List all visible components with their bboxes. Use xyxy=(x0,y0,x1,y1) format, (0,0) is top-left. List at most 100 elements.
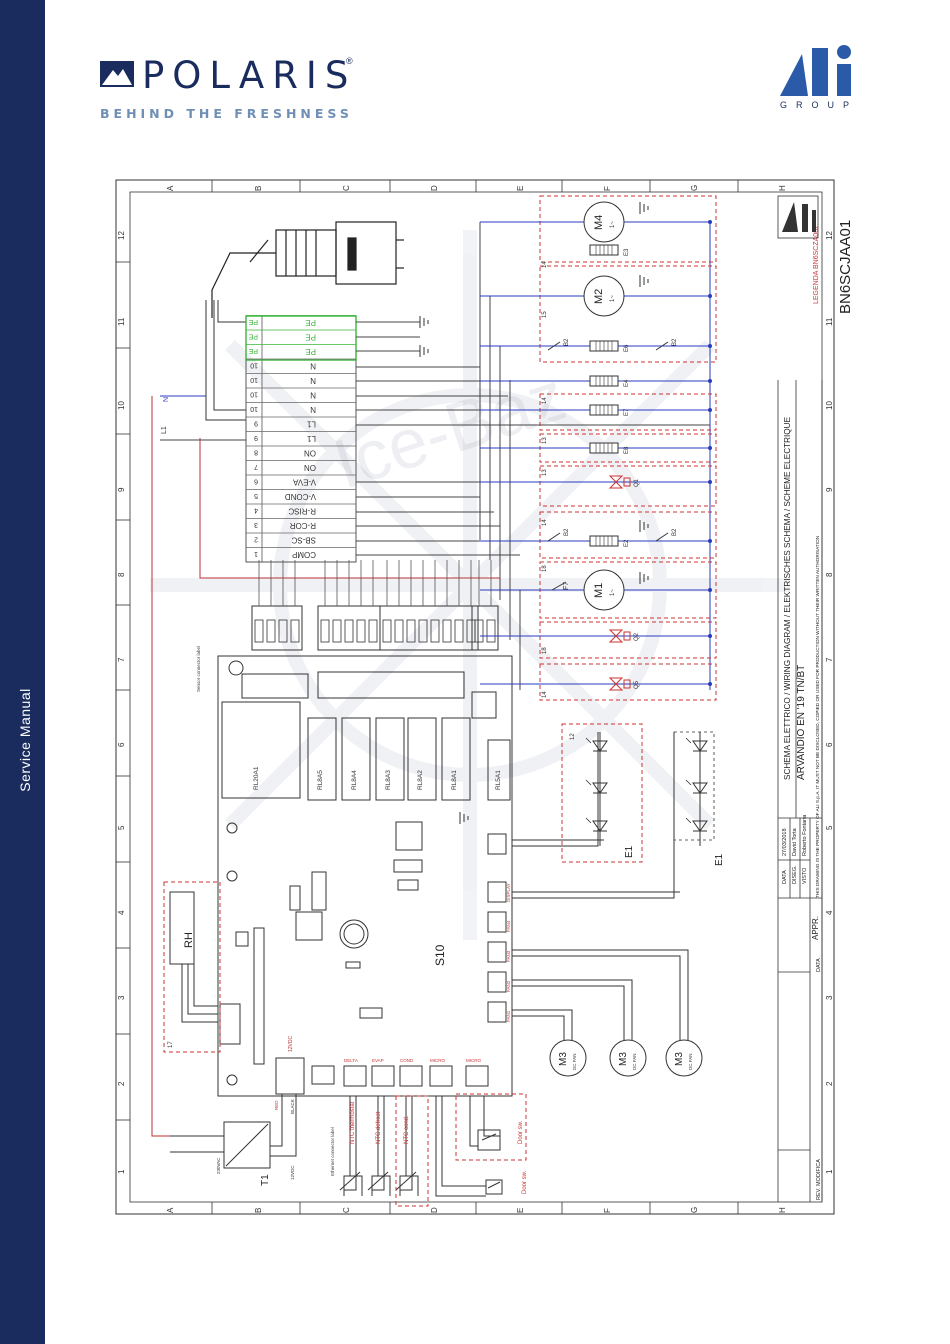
led-diode-icon xyxy=(692,820,708,832)
terminal-label: SB-SC xyxy=(291,535,316,544)
bottom-connector xyxy=(399,1065,423,1087)
visto-label: VISTO xyxy=(802,867,808,884)
side-connector xyxy=(487,833,507,855)
row-number-right: 11 xyxy=(825,317,834,326)
connector-pin xyxy=(382,619,392,643)
row-number: 8 xyxy=(117,572,126,577)
data-col-label: DATA xyxy=(816,958,822,972)
row-number-right: 1 xyxy=(825,1169,834,1174)
connector-pin xyxy=(356,619,366,643)
side-connector xyxy=(487,971,507,993)
bus-node xyxy=(708,408,712,412)
box-number: 12 xyxy=(570,733,576,740)
terminal-label: PE xyxy=(305,332,316,341)
led-diode-icon xyxy=(592,820,608,832)
box-number: 15 xyxy=(542,311,548,318)
box-number: 14 xyxy=(542,261,548,268)
data-label: DATA xyxy=(782,870,788,884)
terminal-label: R-COR xyxy=(290,521,316,530)
led-diode-icon xyxy=(592,740,608,752)
ali-group-logo: GROUP xyxy=(778,42,860,112)
connector-pin xyxy=(368,619,378,643)
bus-node xyxy=(708,634,712,638)
fan-icon xyxy=(665,1039,703,1077)
bottom-connector-label: MICRO xyxy=(466,1058,481,1063)
box-number: 18 xyxy=(542,565,548,572)
wire-black-label: BLACK xyxy=(290,1099,295,1114)
valve-coil xyxy=(623,477,631,487)
col-letter-top: G xyxy=(690,185,699,191)
row-number: 5 xyxy=(117,825,126,830)
connector-pin xyxy=(266,619,276,643)
row-number-right: 7 xyxy=(825,657,834,662)
heater-label: E2 xyxy=(624,539,630,547)
relay-label: RL8A3 xyxy=(385,770,392,790)
col-letter-top: H xyxy=(778,185,787,191)
title-block xyxy=(777,380,823,1202)
output-connector xyxy=(471,605,499,651)
legend-label: LEGENDA BN6SCZA002 xyxy=(813,225,820,304)
wire-red-label: RED xyxy=(274,1100,279,1110)
load-box xyxy=(539,265,717,363)
supply-cable xyxy=(205,300,246,421)
valve-label: Q1 xyxy=(634,478,640,487)
side-connector xyxy=(487,1001,507,1023)
led-label: E1 xyxy=(624,845,635,858)
col-letter-top: A xyxy=(166,185,175,191)
fan-wiring xyxy=(512,732,689,1040)
fan-label: M3 xyxy=(558,1052,569,1066)
terminal-number: 9 xyxy=(254,419,258,426)
terminal-label: V-EVA xyxy=(292,477,316,486)
bus-node xyxy=(708,294,712,298)
terminal-number: 8 xyxy=(254,448,258,455)
output-connectors xyxy=(251,560,499,651)
valve-icon xyxy=(608,475,624,489)
transformer xyxy=(170,1094,297,1169)
bottom-connector-label: COND xyxy=(400,1058,414,1063)
bottom-connector xyxy=(429,1065,453,1087)
relay-label: RL8A2 xyxy=(417,770,424,790)
thermostat-label: B2 xyxy=(564,338,570,346)
terminal-label: ON xyxy=(304,463,316,472)
relay-label: RL20A1 xyxy=(253,766,260,790)
heater-label: E3 xyxy=(624,248,630,256)
terminal-number: PE xyxy=(248,332,258,339)
row-number-right: 8 xyxy=(825,572,834,577)
col-letter-bottom: H xyxy=(778,1207,787,1213)
fuse-label: F7 xyxy=(563,582,570,590)
terminal-label: N xyxy=(310,376,316,385)
motor-icon xyxy=(583,275,625,317)
heater-label: E6 xyxy=(624,344,630,352)
terminal-number: PE xyxy=(248,318,258,325)
col-letter-bottom: C xyxy=(342,1207,351,1213)
row-number: 9 xyxy=(117,487,126,492)
ntc-cond-box xyxy=(395,1095,429,1207)
visto-value: Roberto Fontana xyxy=(802,814,808,856)
terminal-label: PE xyxy=(305,347,316,356)
row-number-right: 6 xyxy=(825,742,834,747)
thermostat-contacts xyxy=(547,341,669,591)
box-number: 13 xyxy=(542,437,548,444)
connector-pin xyxy=(344,619,354,643)
row-number-right: 2 xyxy=(825,1081,834,1086)
terminal-label: L1 xyxy=(307,434,316,443)
connector-pin xyxy=(486,619,496,643)
side-connector xyxy=(487,941,507,963)
bottom-connector xyxy=(343,1065,367,1087)
thermostat-label: B2 xyxy=(672,338,678,346)
motor-label: M2 xyxy=(593,289,605,304)
transformer-in: 230VAC xyxy=(216,1157,221,1174)
terminal-number: 10 xyxy=(250,361,258,368)
terminal-number: 2 xyxy=(254,535,258,542)
transformer-label: T1 xyxy=(260,1174,271,1186)
modifica-label: MODIFICA xyxy=(816,1159,822,1186)
terminal-number: 10 xyxy=(250,405,258,412)
connector-pin xyxy=(430,619,440,643)
bus-node xyxy=(708,539,712,543)
heater-label: E7 xyxy=(624,408,630,416)
motor-icon xyxy=(583,569,625,611)
